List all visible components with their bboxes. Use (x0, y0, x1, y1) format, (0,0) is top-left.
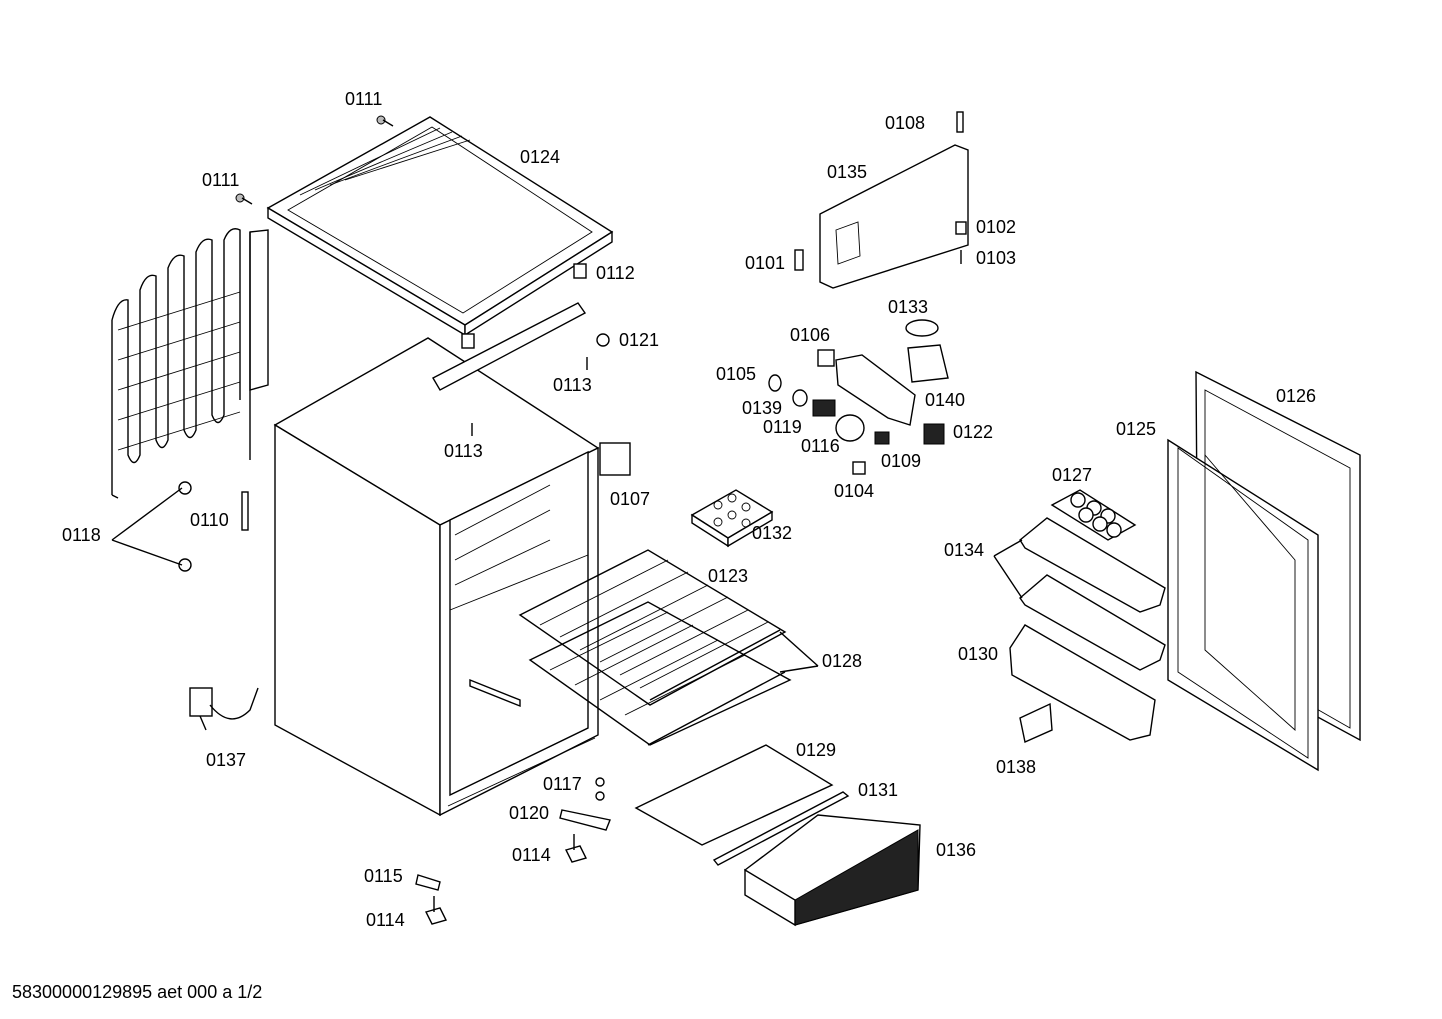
label-0105: 0105 (716, 364, 756, 384)
condenser-coil (111, 228, 269, 499)
label-0109: 0109 (881, 451, 921, 471)
label-0123: 0123 (708, 566, 748, 586)
label-0124: 0124 (520, 147, 560, 167)
label-0108: 0108 (885, 113, 925, 133)
label-0102: 0102 (976, 217, 1016, 237)
label-0104: 0104 (834, 481, 874, 501)
label-0132: 0132 (752, 523, 792, 543)
bracket-0107 (599, 442, 631, 476)
label-0130: 0130 (958, 644, 998, 664)
label-0111-left: 0111 (202, 170, 239, 190)
label-0136: 0136 (936, 840, 976, 860)
top-cover (266, 116, 614, 337)
label-0140: 0140 (925, 390, 965, 410)
label-0120: 0120 (509, 803, 549, 823)
label-0115: 0115 (364, 866, 403, 886)
label-0118: 0118 (62, 525, 101, 545)
label-0103: 0103 (976, 248, 1016, 268)
wire-shelf (518, 549, 792, 746)
label-0129: 0129 (796, 740, 836, 760)
crisper-drawer (743, 814, 921, 927)
label-0107: 0107 (610, 489, 650, 509)
leader-lines (111, 487, 1023, 673)
label-0134: 0134 (944, 540, 984, 560)
label-0112: 0112 (596, 263, 635, 283)
label-0114-upper: 0114 (512, 845, 551, 865)
label-0119: 0119 (763, 417, 802, 437)
label-0126: 0126 (1276, 386, 1316, 406)
label-0121: 0121 (619, 330, 659, 350)
label-0116: 0116 (801, 436, 840, 456)
label-0122: 0122 (953, 422, 993, 442)
small-fasteners (178, 115, 611, 925)
label-0106: 0106 (790, 325, 830, 345)
document-code: 58300000129895 aet 000 a 1/2 (12, 982, 262, 1002)
door-assembly (1167, 370, 1361, 772)
label-0139: 0139 (742, 398, 782, 418)
label-0125: 0125 (1116, 419, 1156, 439)
label-0127: 0127 (1052, 465, 1092, 485)
trim-strip (712, 791, 850, 866)
label-0113-lower: 0113 (444, 441, 483, 461)
light-cover (794, 111, 969, 289)
door-shelves (1009, 517, 1166, 743)
label-0113-upper: 0113 (553, 375, 592, 395)
label-0114-lower: 0114 (366, 910, 405, 930)
cabinet-body (273, 337, 600, 817)
label-0135: 0135 (827, 162, 867, 182)
power-cord (189, 687, 259, 731)
label-0137: 0137 (206, 750, 246, 770)
egg-tray (690, 489, 774, 548)
label-0111-top: 0111 (345, 89, 382, 109)
label-0133: 0133 (888, 297, 928, 317)
label-0128: 0128 (822, 651, 862, 671)
label-0138: 0138 (996, 757, 1036, 777)
label-0131: 0131 (858, 780, 898, 800)
label-0110: 0110 (190, 510, 229, 530)
control-panel (768, 319, 949, 475)
glass-shelf (634, 744, 834, 846)
label-0101: 0101 (745, 253, 785, 273)
egg-holder (1050, 489, 1137, 541)
rear-bracket (432, 302, 587, 391)
label-0117: 0117 (543, 774, 582, 794)
